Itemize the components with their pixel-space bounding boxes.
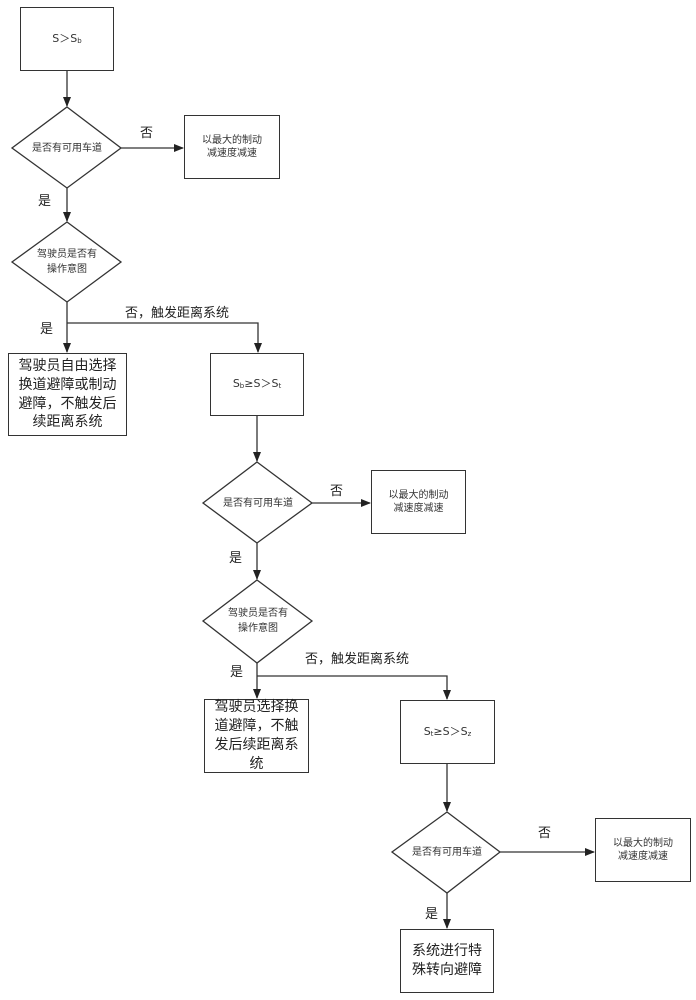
brake-box-1: 以最大的制动减速度减速 — [184, 115, 280, 179]
arrow-intent1-no — [67, 322, 262, 353]
driver-box-1-line-4: 续距离系统 — [32, 414, 103, 431]
driver-box-1-line-2: 换道避障或制动 — [18, 376, 117, 393]
condition-3-post-sub: z — [467, 729, 472, 738]
condition-3-pre-sub: t — [430, 729, 434, 738]
no-label-2: 否 — [330, 484, 344, 499]
brake-box-3-line-2: 减速度减速 — [618, 851, 668, 862]
intent-yes-label-2: 是 — [230, 665, 244, 680]
driver-choice-box-1: 驾驶员自由选择 换道避障或制动 避障，不触发后 续距离系统 — [8, 353, 127, 436]
driver-box-1-line-1: 驾驶员自由选择 — [18, 357, 117, 374]
intent-1-line-1: 驾驶员是否有 — [37, 249, 97, 260]
condition-3-main: ≥S＞S — [433, 724, 468, 738]
condition-1-main: S＞S — [52, 31, 78, 45]
driver-box-2-line-1: 驾驶员选择换 — [214, 699, 299, 716]
yes-label-3: 是 — [425, 907, 439, 922]
condition-2-text: Sb≥S＞St — [232, 377, 282, 391]
driver-box-2-line-2: 道避障，不触 — [214, 718, 299, 735]
intent-2-line-2: 操作意图 — [238, 623, 278, 634]
driver-box-2-line-3: 发后续距离系 — [214, 737, 299, 753]
driver-choice-box-2: 驾驶员选择换 道避障，不触 发后续距离系 统 — [204, 699, 309, 773]
driver-box-1-line-3: 避障，不触发后 — [18, 395, 117, 412]
brake-box-3-line-1: 以最大的制动 — [613, 837, 673, 849]
condition-1-text: S＞Sb — [52, 32, 81, 47]
condition-box-1: S＞Sb — [20, 7, 114, 71]
driver-box-2-line-4: 统 — [249, 755, 264, 772]
condition-2-pre-sub: b — [239, 382, 245, 391]
condition-box-2: Sb≥S＞St — [210, 353, 304, 416]
intent-1-line-2: 操作意图 — [47, 264, 87, 275]
brake-box-2: 以最大的制动减速度减速 — [371, 470, 466, 534]
brake-box-1-line-2: 减速度减速 — [207, 148, 257, 159]
system-box-line-2: 殊转向避障 — [412, 962, 482, 978]
brake-box-2-line-2: 减速度减速 — [393, 503, 444, 514]
system-box-line-1: 系统进行特 — [412, 943, 482, 960]
intent-no-label-1: 否，触发距离系统 — [125, 306, 230, 321]
condition-2-main: ≥S＞S — [244, 377, 279, 391]
condition-2-post-sub: t — [278, 382, 282, 391]
intent-yes-label-1: 是 — [40, 322, 54, 337]
intent-no-label-2: 否，触发距离系统 — [305, 652, 410, 667]
intent-decision-2-text: 驾驶员是否有操作意图 — [203, 603, 313, 639]
lane-decision-1-text: 是否有可用车道 — [32, 142, 102, 154]
yes-label-2: 是 — [229, 551, 243, 566]
condition-box-3: St≥S＞Sz — [400, 700, 495, 764]
lane-decision-2-text: 是否有可用车道 — [223, 497, 293, 509]
arrow-intent2-no — [257, 675, 451, 700]
brake-box-3: 以最大的制动减速度减速 — [595, 818, 691, 882]
no-label-1: 否 — [140, 126, 154, 141]
brake-box-1-line-1: 以最大的制动 — [202, 134, 262, 146]
condition-1-sub: b — [77, 36, 82, 45]
yes-label-1: 是 — [38, 194, 52, 209]
intent-2-line-1: 驾驶员是否有 — [228, 608, 288, 619]
condition-3-text: St≥S＞Sz — [423, 724, 472, 738]
no-label-3: 否 — [538, 826, 552, 841]
system-avoidance-box: 系统进行特 殊转向避障 — [400, 929, 494, 993]
lane-decision-3-text: 是否有可用车道 — [412, 846, 482, 858]
intent-decision-1-text: 驾驶员是否有操作意图 — [12, 244, 122, 280]
brake-box-2-line-1: 以最大的制动 — [388, 489, 449, 501]
